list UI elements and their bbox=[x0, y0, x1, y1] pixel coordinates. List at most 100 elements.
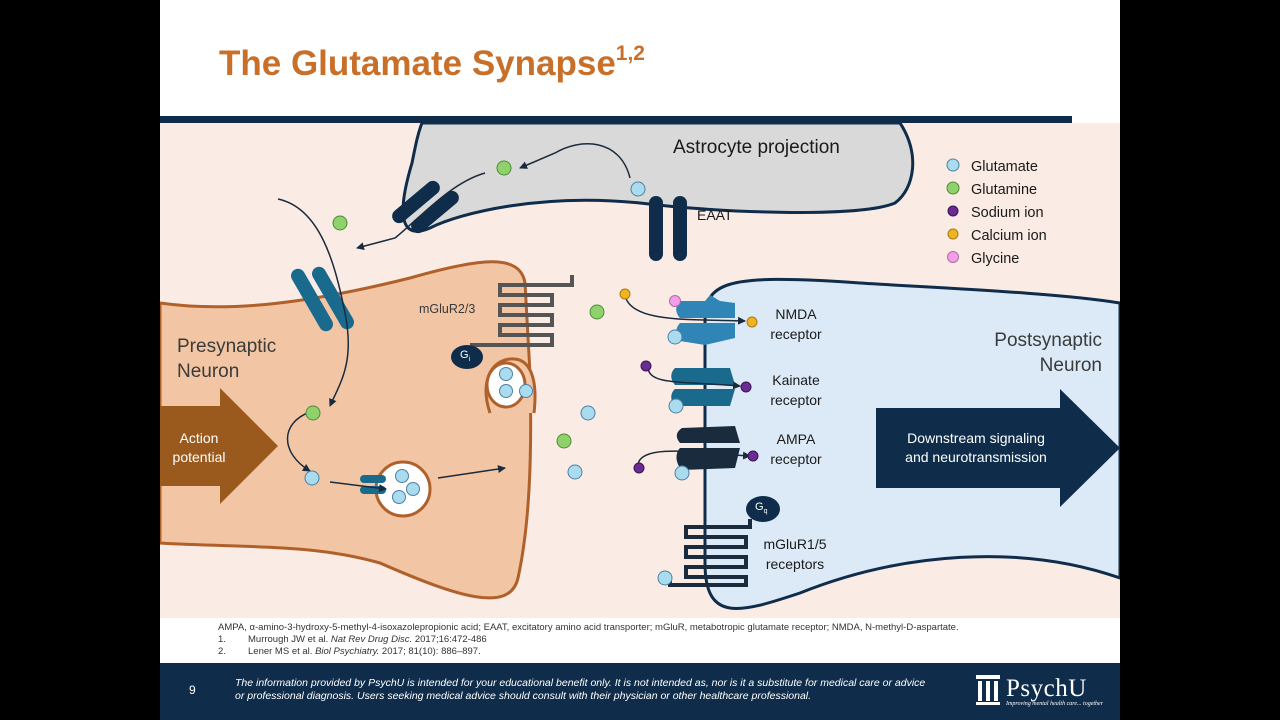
arrow-into-vesicle bbox=[329, 481, 387, 493]
arrow-glutamine-out bbox=[356, 172, 486, 251]
glutamate-molecule bbox=[657, 570, 673, 586]
gi-label: Gi bbox=[460, 349, 470, 363]
legend-item-glycine: Glycine bbox=[971, 251, 1020, 267]
downstream-line2: and neurotransmission bbox=[905, 449, 1047, 465]
kainate-label: Kainate receptor bbox=[756, 370, 836, 410]
kainate-bottom bbox=[671, 389, 735, 406]
pre-transporter-right bbox=[312, 266, 354, 330]
glutamate-molecule bbox=[630, 181, 646, 197]
nmda-label-line2: receptor bbox=[770, 326, 822, 342]
synapse-svg bbox=[160, 123, 1120, 618]
mglur23-receptor bbox=[470, 275, 574, 347]
disclaimer-text: The information provided by PsychU is in… bbox=[235, 677, 926, 702]
arrow-sodium-ampa bbox=[637, 450, 751, 466]
glutamate-molecule bbox=[567, 464, 583, 480]
legend: Glutamate Glutamine Sodium ion Calcium i… bbox=[971, 156, 1047, 271]
sodium-ion bbox=[740, 381, 752, 393]
glutamate-molecule bbox=[667, 329, 683, 345]
reference-1-journal: Nat Rev Drug Disc. bbox=[330, 634, 413, 645]
glutamine-molecule bbox=[556, 433, 572, 449]
vglut-top bbox=[360, 475, 386, 483]
legend-dot-glutamate bbox=[946, 158, 960, 172]
glycine-molecule bbox=[669, 295, 681, 307]
mglur15-label-line1: mGluR1/5 bbox=[763, 536, 827, 552]
gq-label: Gq bbox=[755, 501, 767, 515]
glutamate-molecule bbox=[499, 384, 513, 398]
postsynaptic-label-line2: Neuron bbox=[1039, 355, 1102, 376]
presynaptic-label-line1: Presynaptic bbox=[177, 336, 277, 357]
footer-bar: 9 The information provided by PsychU is … bbox=[160, 663, 1120, 720]
arrow-vesicle-transport bbox=[437, 465, 506, 479]
logo-wordmark: PsychU bbox=[1006, 675, 1087, 702]
sodium-ion bbox=[640, 360, 652, 372]
slide-title: The Glutamate Synapse1,2 bbox=[219, 42, 645, 84]
sodium-ion bbox=[747, 450, 759, 462]
calcium-ion bbox=[619, 288, 631, 300]
eaat-bar-right bbox=[673, 196, 687, 261]
calcium-ion bbox=[746, 316, 758, 328]
glutamate-molecules bbox=[304, 181, 690, 586]
ampa-label-line2: receptor bbox=[770, 451, 822, 467]
calcium-molecules bbox=[619, 288, 758, 328]
footnotes: AMPA, α-amino-3-hydroxy-5-methyl-4-isoxa… bbox=[218, 622, 959, 658]
synapse-diagram: Astrocyte projection EAAT Presynaptic Ne… bbox=[160, 123, 1120, 618]
reference-2-number: 2. bbox=[218, 646, 226, 657]
downstream-label: Downstream signaling and neurotransmissi… bbox=[876, 429, 1076, 467]
action-potential-line2: potential bbox=[172, 449, 226, 465]
legend-dot-glycine bbox=[947, 251, 959, 263]
kainate-label-line2: receptor bbox=[770, 392, 822, 408]
arrow-glutamine-to-glutamate bbox=[286, 411, 311, 472]
ampa-label: AMPA receptor bbox=[756, 429, 836, 469]
glutamate-molecule bbox=[668, 398, 684, 414]
gi-label-sub: i bbox=[468, 356, 471, 364]
glutamate-molecule bbox=[499, 367, 513, 381]
glutamine-molecule bbox=[305, 405, 321, 421]
arrow-calcium-nmda bbox=[624, 294, 746, 325]
glutamine-molecule bbox=[332, 215, 348, 231]
glutamate-molecule bbox=[304, 470, 320, 486]
astro-transporter-right bbox=[411, 190, 459, 234]
postsynaptic-label: Postsynaptic Neuron bbox=[950, 328, 1102, 378]
astrocyte-shape bbox=[401, 123, 915, 233]
title-text: The Glutamate Synapse bbox=[219, 44, 616, 83]
nmda-top bbox=[676, 295, 735, 318]
kainate-top bbox=[671, 368, 735, 385]
nmda-label: NMDA receptor bbox=[756, 304, 836, 344]
mglur15-label-line2: receptors bbox=[765, 556, 825, 572]
gq-label-sub: q bbox=[763, 508, 768, 516]
reference-2: 2. Lener MS et al. Biol Psychiatry. 2017… bbox=[218, 646, 959, 658]
logo-tagline: Improving mental health care... together bbox=[1006, 701, 1104, 707]
eaat-bar-left bbox=[649, 196, 663, 261]
title-rule bbox=[160, 116, 1072, 123]
mglur23-label: mGluR2/3 bbox=[419, 302, 476, 316]
sodium-ion bbox=[633, 462, 645, 474]
reference-2-text: Lener MS et al. Biol Psychiatry. 2017; 8… bbox=[248, 646, 481, 658]
action-potential-label: Action potential bbox=[160, 429, 238, 467]
nmda-bottom bbox=[676, 323, 735, 345]
arrow-glutamine-into-neuron bbox=[277, 198, 349, 407]
presynaptic-label-line2: Neuron bbox=[177, 361, 240, 382]
gi-protein bbox=[451, 345, 483, 369]
mglur15-label: mGluR1/5 receptors bbox=[755, 534, 835, 574]
gi-label-main: G bbox=[460, 349, 469, 361]
presynaptic-neuron-shape bbox=[160, 260, 533, 600]
action-potential-line1: Action bbox=[179, 430, 219, 446]
title-superscript: 1,2 bbox=[615, 42, 645, 66]
glutamate-molecule bbox=[395, 469, 409, 483]
abbreviations-note: AMPA, α-amino-3-hydroxy-5-methyl-4-isoxa… bbox=[218, 622, 959, 633]
reference-1-text: Murrough JW et al. Nat Rev Drug Disc. 20… bbox=[248, 634, 487, 646]
glutamate-molecule bbox=[392, 490, 406, 504]
psychu-pillar-icon bbox=[976, 675, 1000, 705]
slide: The Glutamate Synapse1,2 bbox=[160, 0, 1120, 720]
ampa-label-line1: AMPA bbox=[776, 431, 816, 447]
legend-dot-calcium bbox=[947, 228, 959, 240]
reference-1: 1. Murrough JW et al. Nat Rev Drug Disc.… bbox=[218, 634, 959, 646]
nmda-label-line1: NMDA bbox=[775, 306, 817, 322]
action-potential-arrow bbox=[160, 388, 278, 504]
astrocyte-label: Astrocyte projection bbox=[673, 137, 840, 158]
glutamate-molecule bbox=[580, 405, 596, 421]
legend-item-sodium: Sodium ion bbox=[971, 205, 1044, 221]
glutamine-molecule bbox=[496, 160, 512, 176]
gq-label-main: G bbox=[755, 501, 764, 513]
reference-1-rest: 2017;16:472-486 bbox=[412, 634, 487, 645]
